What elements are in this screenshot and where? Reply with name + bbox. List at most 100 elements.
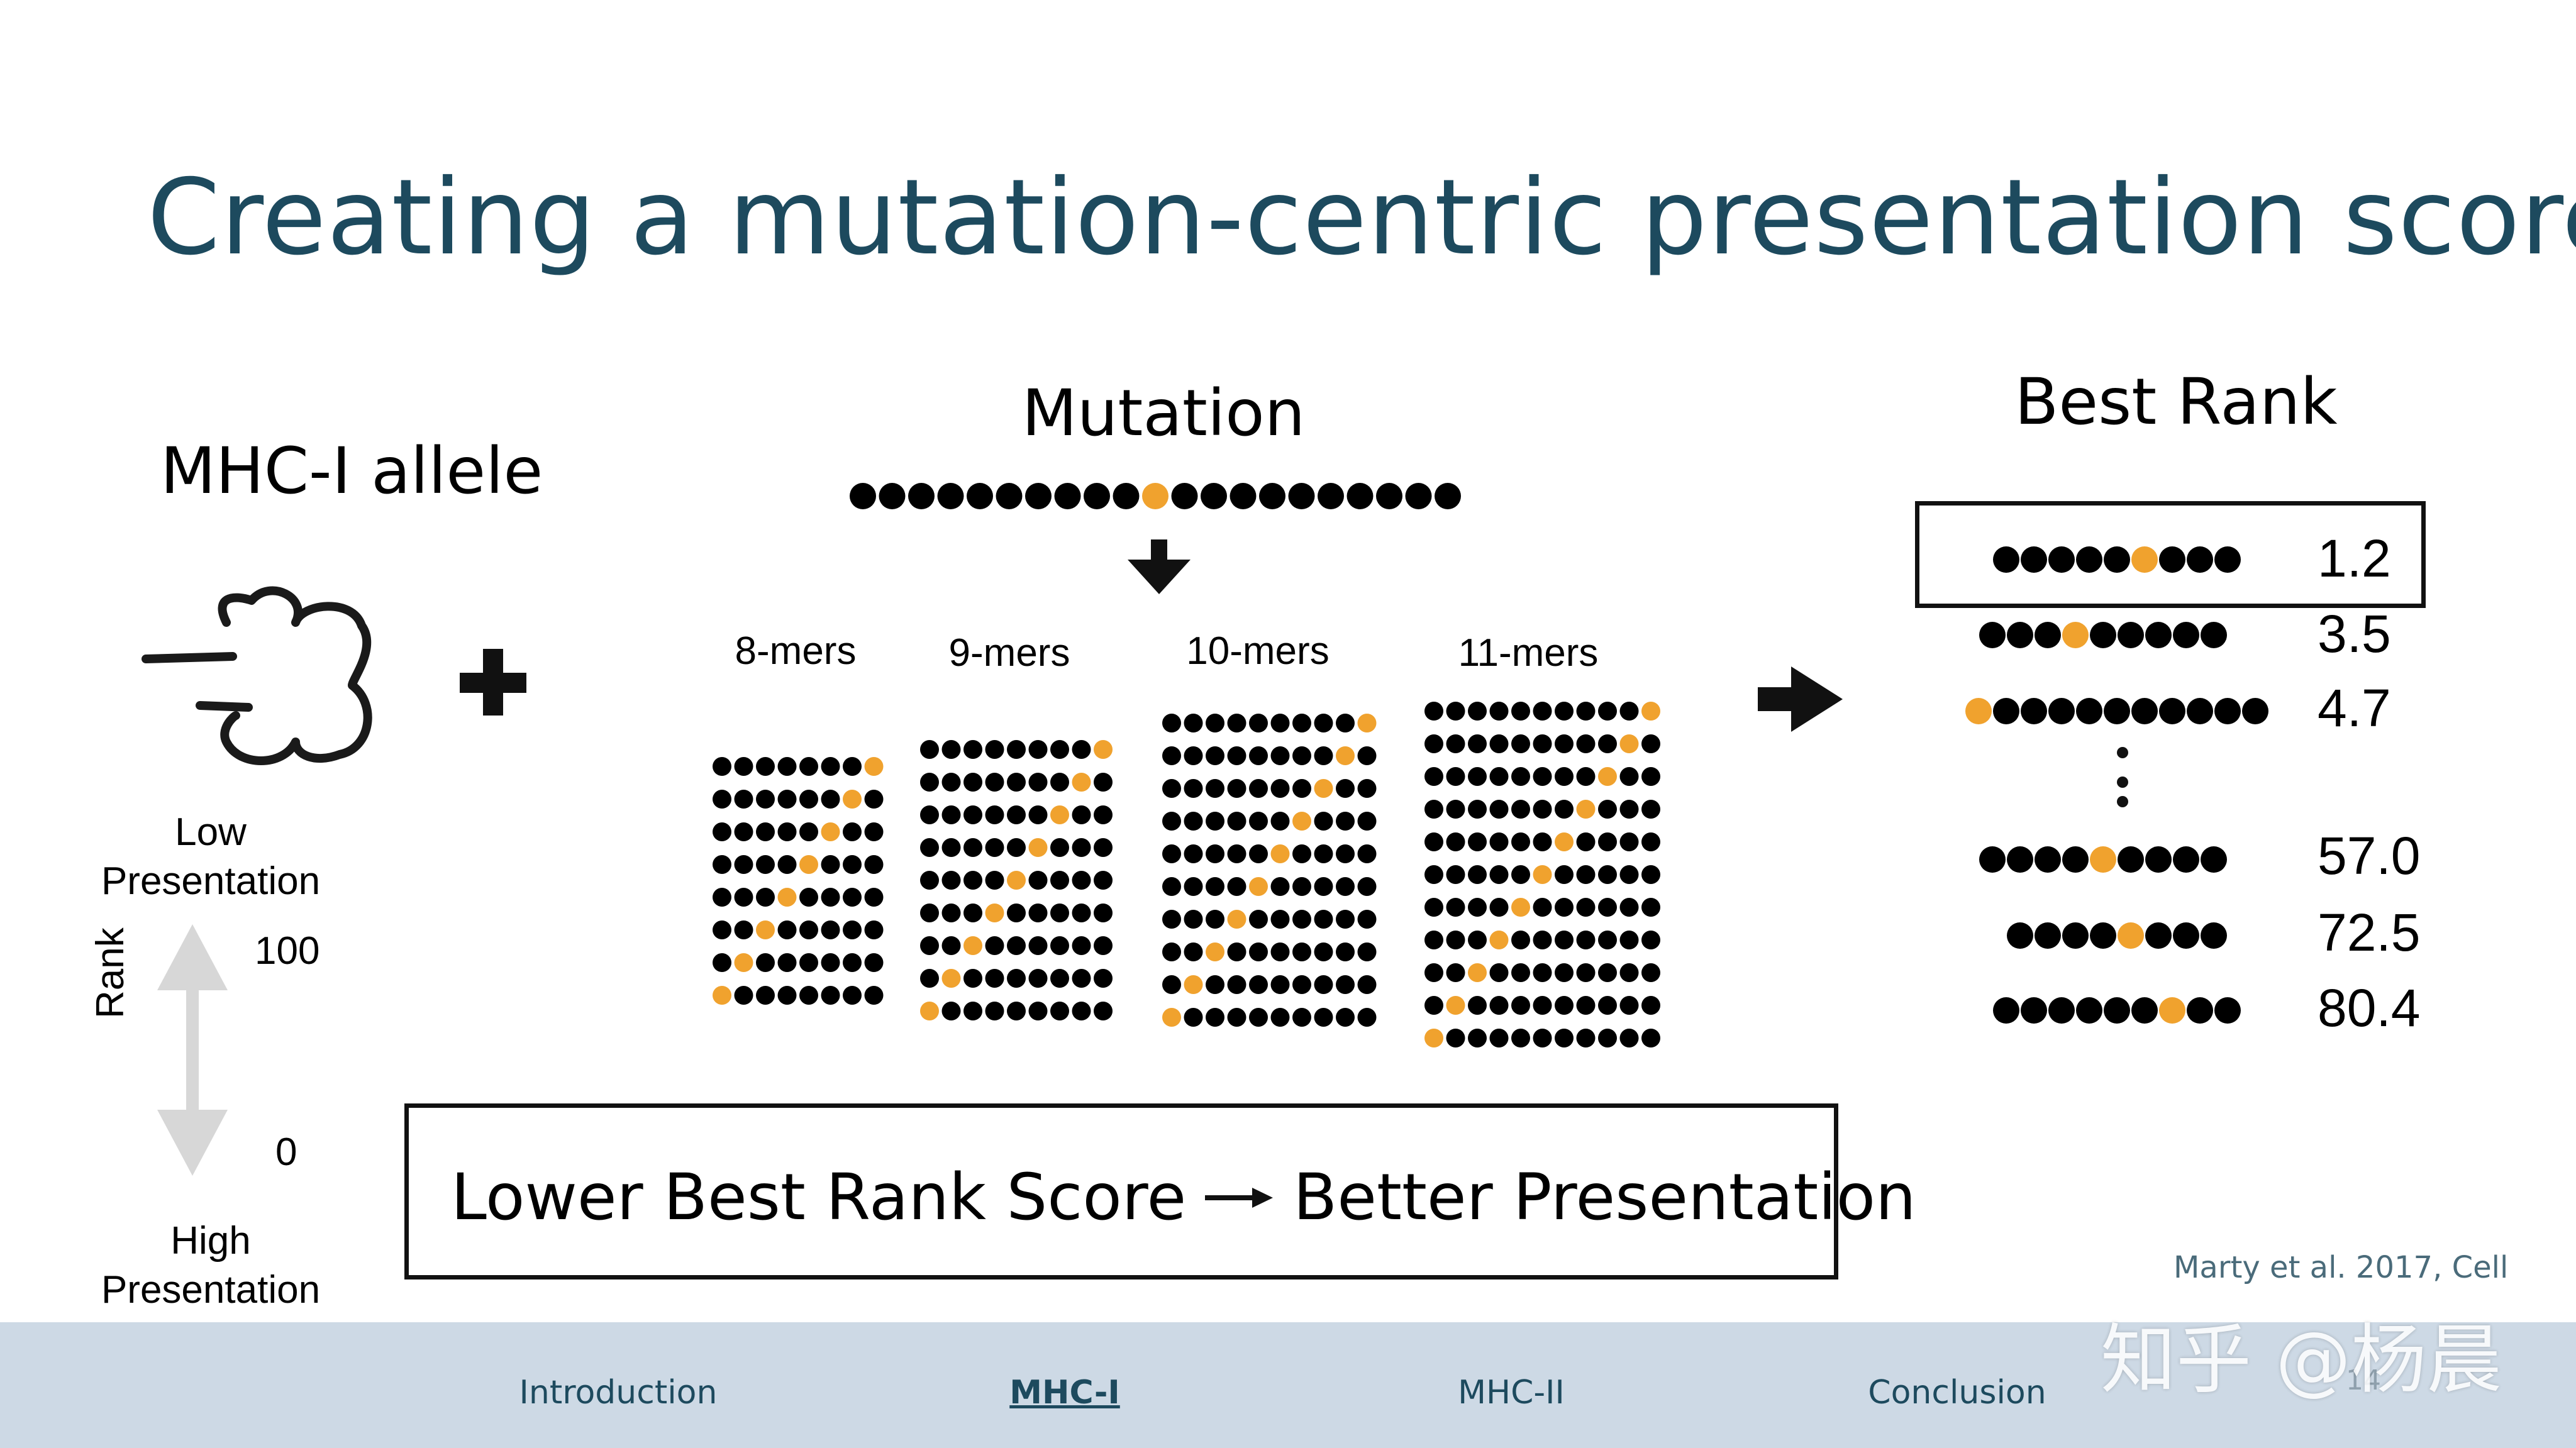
residue bbox=[2173, 622, 2199, 648]
mutant-residue bbox=[1555, 832, 1574, 851]
residue bbox=[1424, 702, 1443, 721]
kmer-8-window bbox=[713, 888, 884, 907]
best-rank-peptide-row bbox=[1979, 622, 2227, 648]
best-rank-peptide-row bbox=[1993, 997, 2241, 1024]
kmer-9-window bbox=[920, 838, 1113, 857]
residue bbox=[1094, 871, 1113, 890]
residue bbox=[1206, 844, 1224, 863]
mutant-residue bbox=[1162, 1008, 1181, 1027]
legend-left-text: Lower Best Rank Score bbox=[451, 1160, 1187, 1235]
residue bbox=[1314, 844, 1333, 863]
residue bbox=[1292, 877, 1311, 896]
residue bbox=[864, 986, 884, 1005]
residue bbox=[963, 805, 982, 824]
residue bbox=[777, 855, 797, 874]
residue bbox=[1641, 767, 1660, 786]
footer-bar bbox=[0, 1322, 2576, 1448]
residue bbox=[2062, 846, 2089, 873]
residue bbox=[864, 790, 884, 809]
residue bbox=[821, 953, 840, 972]
residue bbox=[1028, 904, 1048, 922]
residue bbox=[734, 920, 753, 939]
residue bbox=[799, 888, 818, 907]
residue bbox=[2173, 922, 2199, 949]
residue bbox=[2201, 922, 2227, 949]
residue bbox=[985, 740, 1004, 759]
residue bbox=[1318, 483, 1344, 509]
arrow-right-icon bbox=[1205, 1187, 1274, 1208]
residue bbox=[1050, 1002, 1069, 1020]
residue bbox=[1489, 865, 1509, 884]
residue bbox=[1641, 931, 1660, 949]
residue bbox=[2118, 622, 2144, 648]
residue bbox=[2201, 622, 2227, 648]
mutant-residue bbox=[1094, 740, 1113, 759]
residue bbox=[2035, 846, 2061, 873]
best-rank-score-4: 57.0 bbox=[2318, 826, 2421, 885]
residue bbox=[1511, 767, 1530, 786]
residue bbox=[920, 936, 939, 955]
residue bbox=[1598, 734, 1617, 753]
residue bbox=[1072, 904, 1091, 922]
residue bbox=[1598, 898, 1617, 917]
best-rank-score-5: 72.5 bbox=[2318, 903, 2421, 962]
residue bbox=[713, 953, 731, 972]
residue bbox=[1533, 767, 1552, 786]
residue bbox=[2007, 846, 2033, 873]
residue bbox=[799, 757, 818, 776]
nav-mhc-i[interactable]: MHC-I bbox=[1009, 1374, 1120, 1412]
residue bbox=[2131, 698, 2158, 724]
residue bbox=[2214, 698, 2241, 724]
nav-introduction[interactable]: Introduction bbox=[519, 1374, 718, 1412]
kmer-grids bbox=[713, 702, 1660, 1047]
residue bbox=[1270, 779, 1290, 798]
kmer-8-window bbox=[713, 855, 884, 874]
residue bbox=[1446, 702, 1465, 721]
high-presentation-label: High Presentation bbox=[101, 1219, 321, 1312]
residue bbox=[1314, 910, 1333, 929]
residue bbox=[985, 936, 1004, 955]
residue bbox=[1533, 898, 1552, 917]
residue bbox=[1270, 877, 1290, 896]
residue bbox=[1230, 483, 1257, 509]
residue bbox=[1050, 773, 1069, 792]
kmer-11-window bbox=[1424, 963, 1660, 982]
residue bbox=[1619, 702, 1639, 721]
residue bbox=[713, 822, 731, 841]
nav-conclusion[interactable]: Conclusion bbox=[1868, 1374, 2046, 1412]
residue bbox=[1072, 740, 1091, 759]
residue bbox=[1314, 812, 1333, 831]
residue bbox=[1619, 963, 1639, 982]
right-arrow-icon bbox=[1758, 666, 1843, 732]
residue bbox=[1555, 996, 1574, 1015]
residue bbox=[2090, 622, 2116, 648]
residue bbox=[777, 790, 797, 809]
residue bbox=[2090, 922, 2116, 949]
mutant-residue bbox=[777, 888, 797, 907]
residue bbox=[1292, 844, 1311, 863]
allele-heading: MHC-I allele bbox=[160, 434, 543, 509]
mutant-residue bbox=[713, 986, 731, 1005]
residue bbox=[2021, 698, 2047, 724]
nav-mhc-ii[interactable]: MHC-II bbox=[1458, 1374, 1565, 1412]
residue bbox=[2048, 997, 2075, 1024]
residue bbox=[1184, 844, 1203, 863]
residue bbox=[1598, 832, 1617, 851]
mutant-residue bbox=[1965, 698, 1992, 724]
residue bbox=[1446, 898, 1465, 917]
kmer-8-window bbox=[713, 986, 884, 1005]
residue bbox=[1184, 1008, 1203, 1027]
residue bbox=[1227, 877, 1246, 896]
residue bbox=[1619, 800, 1639, 819]
residue bbox=[1314, 746, 1333, 765]
residue bbox=[1336, 877, 1355, 896]
mutant-residue bbox=[734, 953, 753, 972]
residue bbox=[777, 953, 797, 972]
kmer-9-window bbox=[920, 904, 1113, 922]
residue bbox=[1007, 838, 1026, 857]
residue bbox=[1292, 975, 1311, 994]
residue bbox=[1336, 975, 1355, 994]
residue bbox=[1424, 898, 1443, 917]
kmer-label-8: 8-mers bbox=[735, 629, 857, 673]
kmer-8-window bbox=[713, 757, 884, 776]
